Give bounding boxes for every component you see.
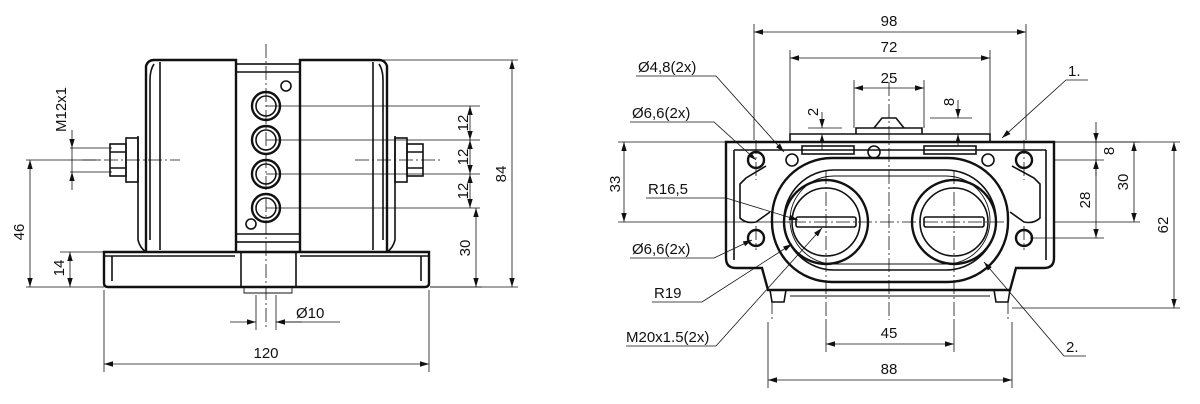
dim-right-62: 62 <box>1155 217 1172 234</box>
dim-width-98: 98 <box>881 13 898 30</box>
dim-diameter-10: Ø10 <box>296 305 324 322</box>
dim-right-8: 8 <box>1101 147 1118 155</box>
dim-right-28: 28 <box>1077 192 1094 209</box>
dim-pitch-12-a: 12 <box>455 115 472 132</box>
label-hole-6-6-top: Ø6,6(2x) <box>632 105 690 122</box>
dim-height-84: 84 <box>493 166 510 183</box>
dim-thread-m12: M12x1 <box>53 87 70 132</box>
side-view: M12x1 46 14 12 12 12 30 84 <box>11 44 518 372</box>
dim-pitch-12-b: 12 <box>455 149 472 166</box>
dim-right-30: 30 <box>1115 174 1132 191</box>
dim-width-72: 72 <box>881 39 898 56</box>
pin-column <box>245 80 292 230</box>
label-thread-m20: M20x1.5(2x) <box>626 329 709 346</box>
label-hole-4-8: Ø4,8(2x) <box>638 59 696 76</box>
dim-height-33: 33 <box>607 176 624 193</box>
callout-2: 2. <box>1066 339 1079 356</box>
label-radius-16-5: R16,5 <box>648 181 688 198</box>
dim-width-25: 25 <box>881 70 898 87</box>
left-dimensions: M12x1 46 14 12 12 12 30 84 <box>11 59 518 372</box>
dim-spacing-45: 45 <box>881 325 898 342</box>
dim-gap-2: 2 <box>805 108 822 116</box>
dim-gap-8-top: 8 <box>941 98 958 106</box>
dim-pitch-12-c: 12 <box>455 183 472 200</box>
dim-height-46: 46 <box>11 224 28 241</box>
dim-width-88: 88 <box>881 361 898 378</box>
dim-height-14: 14 <box>51 260 68 277</box>
label-hole-6-6-bottom: Ø6,6(2x) <box>632 241 690 258</box>
dim-width-120: 120 <box>253 345 278 362</box>
right-dimensions: 98 72 25 2 8 33 <box>607 13 1180 388</box>
label-radius-19: R19 <box>654 285 682 302</box>
top-view: 98 72 25 2 8 33 <box>607 13 1180 388</box>
dim-height-30: 30 <box>457 240 474 257</box>
callout-1: 1. <box>1068 63 1081 80</box>
